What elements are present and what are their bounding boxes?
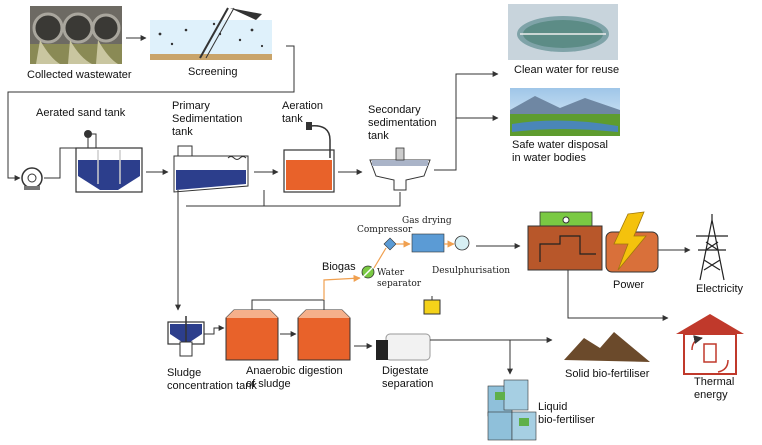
biogas-flow-lines (323, 240, 455, 300)
label-gas-drying: Gas drying (402, 216, 452, 226)
house-thermal-energy-icon (676, 314, 744, 375)
anaerobic-digester-tank-2 (297, 309, 351, 361)
label-compressor: Compressor (357, 225, 413, 235)
desulphurisation-icon (454, 235, 470, 251)
label-safe-water-disposal: Safe water disposal in water bodies (512, 139, 608, 164)
label-screening: Screening (188, 66, 238, 78)
secondary-sedimentation-tank-illustration (369, 147, 431, 191)
wastewater-pipes-photo (30, 6, 122, 64)
aerated-sand-tank-illustration (75, 130, 143, 193)
compressor-icon (383, 237, 397, 251)
aeration-tank-illustration (283, 122, 335, 193)
label-aerated-sand-tank: Aerated sand tank (36, 107, 126, 119)
label-electricity: Electricity (696, 283, 744, 295)
pump-icon (21, 167, 43, 190)
label-aeration-tank: Aeration tank (282, 100, 323, 125)
safe-water-disposal-photo (510, 88, 620, 136)
anaerobic-digester-tank-1 (225, 309, 279, 361)
liquid-biofertiliser-containers (487, 379, 537, 441)
solid-biofertiliser-mound (564, 332, 650, 362)
primary-sedimentation-tank-illustration (173, 145, 249, 193)
label-biogas: Biogas (322, 261, 356, 273)
label-anaerobic-digestion: Anaerobic digestion of sludge (246, 365, 343, 390)
flow-arrows (7, 35, 691, 375)
label-collected-wastewater: Collected wastewater (27, 69, 132, 81)
label-digestate-separation: Digestate separation (382, 365, 434, 390)
digestate-separator-illustration (376, 296, 441, 361)
label-desulphurisation: Desulphurisation (432, 266, 511, 276)
label-thermal-energy: Thermal energy (694, 376, 735, 401)
label-liquid-biofertiliser: Liquid bio-fertiliser (538, 401, 595, 426)
sludge-concentration-tank-illustration (167, 316, 205, 357)
gas-dryer-box (411, 233, 445, 253)
label-secondary-sedimentation: Secondary sedimentation tank (368, 104, 437, 142)
label-power: Power (613, 279, 645, 291)
label-solid-biofertiliser: Solid bio-fertiliser (565, 368, 650, 380)
electricity-pylon-icon (696, 214, 728, 281)
label-water-separator: Water separator (377, 268, 422, 289)
lightning-bolt-icon (613, 211, 647, 271)
chp-engine-illustration (527, 211, 603, 271)
label-clean-water-reuse: Clean water for reuse (514, 64, 620, 76)
clean-water-photo (508, 4, 618, 60)
screening-illustration (150, 7, 272, 60)
label-primary-sedimentation: Primary Sedimentation tank (172, 100, 243, 138)
label-sludge-concentration: Sludge concentration tank (167, 367, 257, 392)
